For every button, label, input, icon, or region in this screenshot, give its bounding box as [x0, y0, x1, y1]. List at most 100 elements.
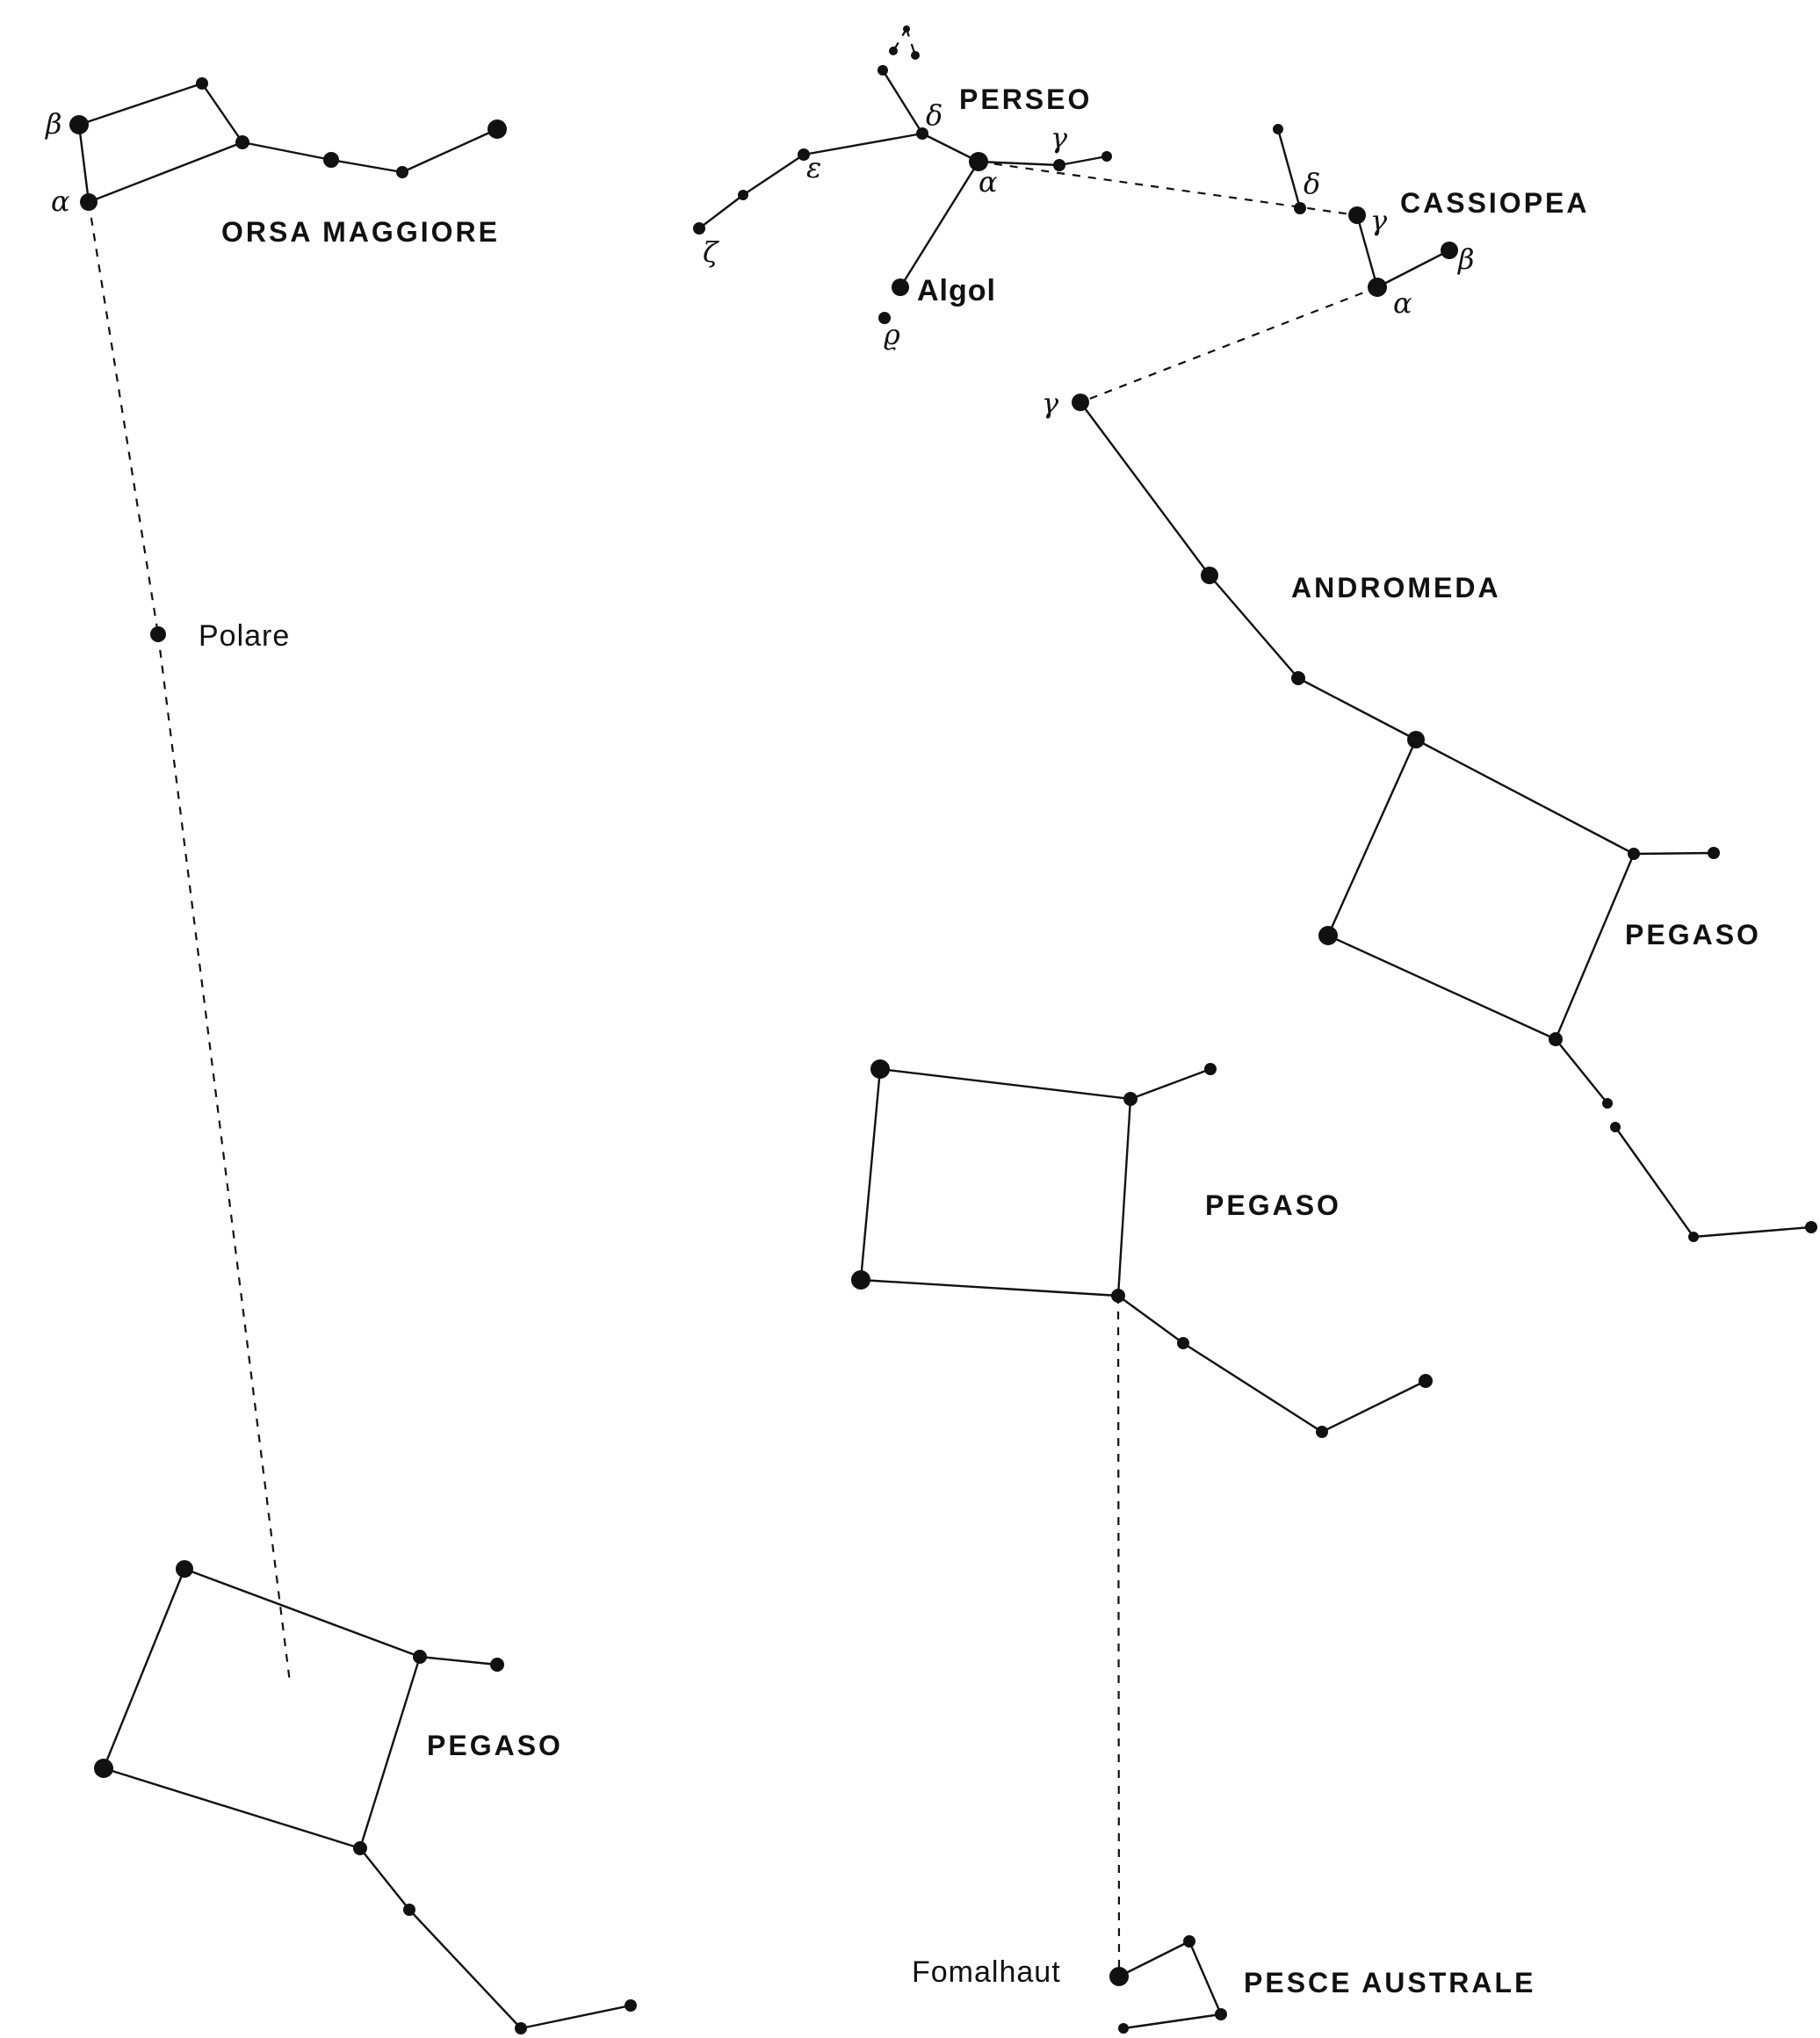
star-per-x — [738, 190, 748, 200]
label-andromeda: ANDROMEDA — [1291, 572, 1501, 603]
constellation-line — [1415, 738, 1635, 856]
label-pegaso-right: PEGASO — [1625, 919, 1761, 950]
label-pegaso-left: PEGASO — [427, 1730, 563, 1761]
constellation-line — [1614, 1126, 1694, 1238]
constellation-line — [1376, 249, 1450, 289]
constellation-line — [1080, 401, 1210, 576]
star-psa-2 — [1215, 2008, 1227, 2020]
greek-rho-per: ϱ — [884, 318, 900, 351]
greek-epsilon-per: ε — [806, 151, 821, 184]
star-pl-b2 — [490, 1658, 504, 1672]
greek-zeta-per: ζ — [703, 235, 719, 269]
star-and-gamma — [1072, 394, 1089, 411]
constellation-line — [520, 2004, 632, 2030]
star-pr-t2 — [1610, 1122, 1621, 1132]
constellation-line — [860, 1278, 1119, 1297]
greek-gamma-and: γ — [1042, 387, 1059, 420]
star-per-top2 — [889, 47, 898, 55]
constellation-line — [184, 1567, 421, 1659]
constellation-line — [419, 1655, 498, 1666]
constellation-line — [1188, 1940, 1223, 2015]
label-algol: Algol — [917, 274, 996, 307]
constellation-line — [803, 132, 923, 156]
guide-lines — [87, 28, 1378, 1977]
star-pr-a — [1318, 926, 1338, 945]
constellation-line — [102, 1568, 186, 1769]
star-per-rho — [878, 312, 891, 324]
guide-line — [905, 28, 917, 56]
greek-delta-per: δ — [926, 98, 942, 132]
star-pc-b2 — [1204, 1063, 1217, 1075]
star-per-alpha — [969, 152, 988, 171]
constellation-line — [742, 154, 805, 196]
constellation-line — [408, 1909, 522, 2029]
star-and-x — [1291, 671, 1305, 685]
star-per-top4 — [878, 65, 888, 76]
label-perseo: PERSEO — [959, 83, 1092, 115]
constellation-line — [1321, 1379, 1426, 1434]
constellation-line — [359, 1847, 410, 1911]
constellation-line — [1355, 214, 1379, 288]
star-pc-t2 — [1316, 1426, 1328, 1438]
constellation-lines — [77, 69, 1812, 2030]
star-pr-b2 — [1708, 847, 1720, 859]
greek-alpha-per: α — [979, 165, 998, 199]
star-per-g2 — [1101, 151, 1112, 162]
star-polare — [150, 626, 166, 642]
star-uma-eta — [488, 119, 507, 139]
star-uma-beta — [69, 115, 89, 134]
greek-gamma-per: γ — [1051, 121, 1068, 155]
star-pc-alpha — [1111, 1289, 1125, 1303]
star-pl-t3 — [625, 1999, 637, 2012]
guide-line — [87, 201, 160, 635]
constellation-line — [1182, 1341, 1323, 1434]
star-pl-t1 — [403, 1904, 415, 1916]
star-pr-g — [1549, 1032, 1563, 1046]
greek-alpha-uma: α — [51, 184, 70, 218]
star-algol — [892, 278, 909, 296]
constellation-line — [879, 1067, 1131, 1101]
greek-gamma-cas: γ — [1370, 204, 1388, 237]
stars-layer — [69, 25, 1817, 2034]
constellation-line — [103, 1767, 361, 1850]
star-cas-delta — [1294, 202, 1306, 214]
star-fomalhaut — [1109, 1967, 1129, 1986]
constellation-line — [899, 161, 980, 288]
star-pl-alphaAnd — [176, 1560, 193, 1578]
constellation-line — [1058, 155, 1108, 167]
star-cas-beta — [1441, 242, 1458, 259]
constellation-line — [330, 158, 403, 174]
greek-delta-cas: δ — [1304, 167, 1320, 200]
guide-line — [156, 633, 292, 1683]
label-pegaso-center: PEGASO — [1205, 1189, 1341, 1221]
star-uma-d — [235, 135, 249, 149]
constellation-line — [698, 194, 744, 229]
greek-beta-uma: β — [45, 107, 62, 141]
star-pc-gamma — [851, 1270, 870, 1290]
star-cas-alpha — [1368, 278, 1387, 297]
star-and-alpha — [1407, 731, 1425, 748]
label-orsa-maggiore: ORSA MAGGIORE — [221, 216, 500, 248]
star-uma-e — [323, 152, 339, 168]
constellation-line — [1117, 1295, 1184, 1344]
star-per-zeta — [693, 222, 705, 235]
star-pl-gamma — [94, 1759, 113, 1778]
star-pc-alphaAnd — [870, 1059, 890, 1079]
greek-alpha-cas: α — [1393, 286, 1412, 320]
constellation-line — [401, 127, 498, 174]
star-per-top1 — [903, 25, 910, 33]
constellation-line — [88, 141, 243, 204]
constellation-line — [1633, 851, 1715, 856]
star-psa-1 — [1183, 1935, 1195, 1948]
constellation-line — [1276, 128, 1302, 209]
label-pesce-australe: PESCE AUSTRALE — [1244, 1967, 1535, 1998]
constellation-line — [978, 160, 1060, 167]
constellation-line — [358, 1656, 422, 1849]
constellation-line — [201, 83, 243, 143]
guide-line — [978, 160, 1358, 217]
constellation-line — [77, 124, 90, 203]
constellation-line — [1116, 1098, 1132, 1297]
constellation-line — [1555, 1038, 1608, 1104]
guide-line — [1116, 1295, 1121, 1977]
